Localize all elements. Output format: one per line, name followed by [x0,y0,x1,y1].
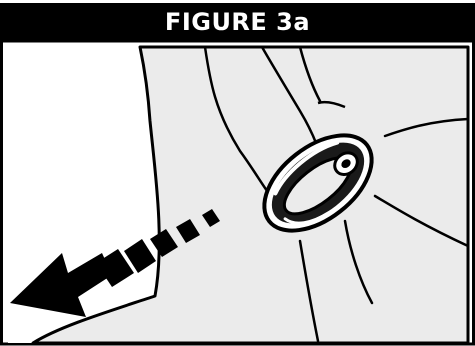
illustration [0,41,475,346]
figure-title: FIGURE 3a [0,3,475,41]
